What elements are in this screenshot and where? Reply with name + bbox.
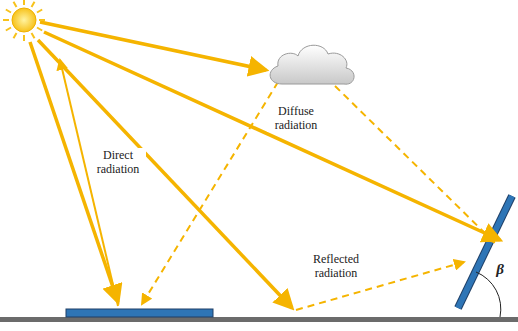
flat-panel [66,309,213,317]
sun [3,0,45,41]
angle-label: β [494,262,506,276]
tilted-panel [458,196,512,308]
ray-label: Direct radiation [90,148,146,176]
direct-rays [30,22,500,308]
tilted-panel-edge [458,196,512,308]
ray-label: Reflected radiation [302,252,370,280]
diffuse-reflected-rays [60,60,494,310]
angle-arc [476,272,501,317]
ray-label: Diffuse radiation [267,104,325,132]
cloud [270,45,354,84]
ground [0,317,518,322]
